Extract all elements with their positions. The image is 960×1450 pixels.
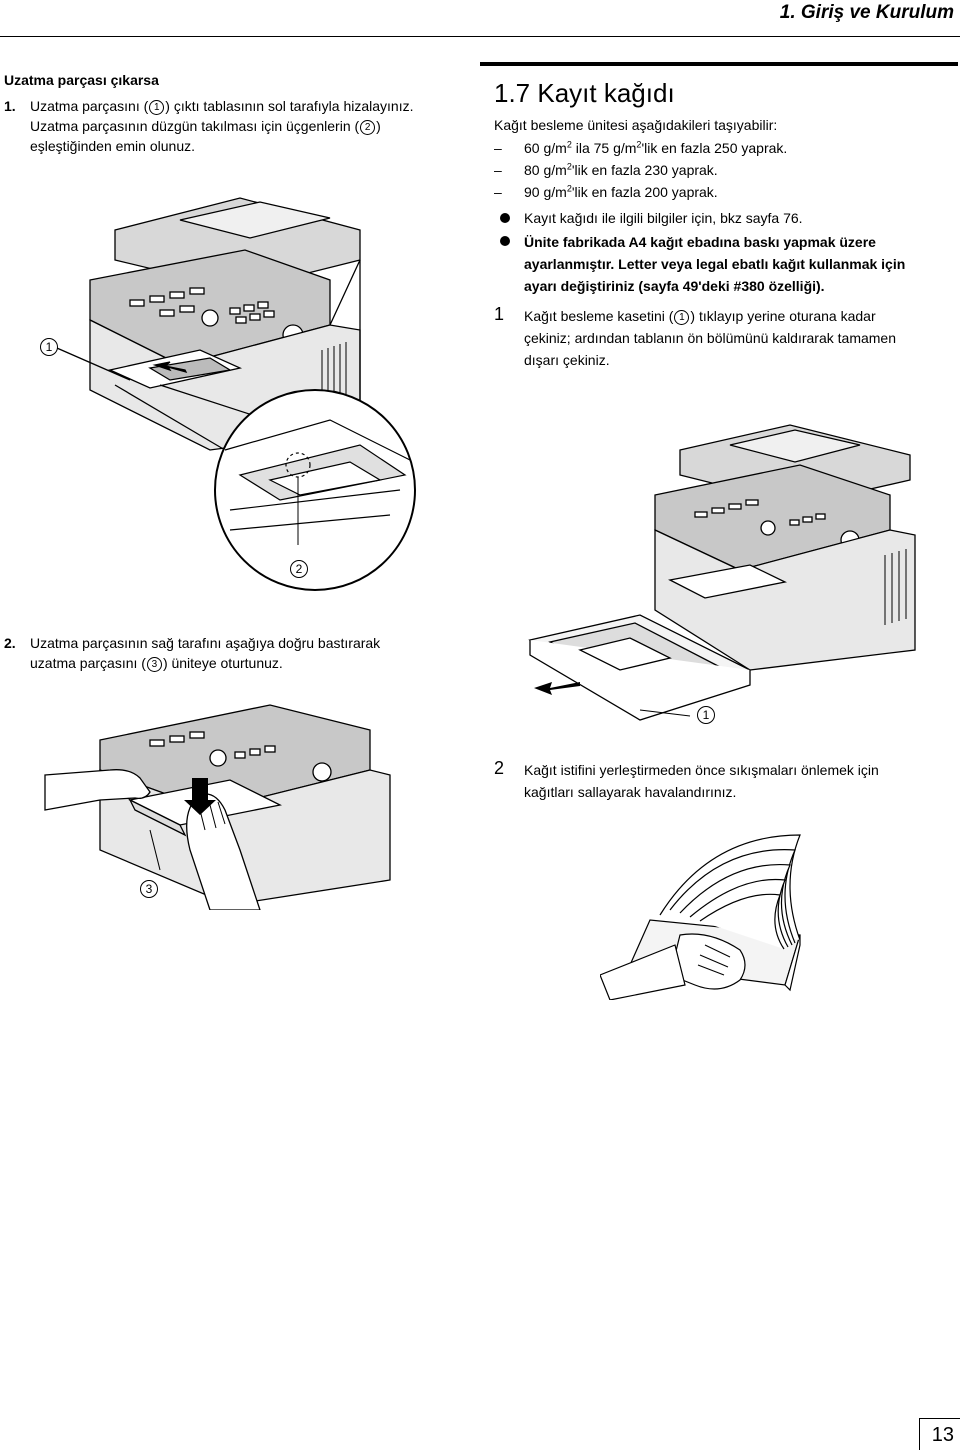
fan-paper-illustration (600, 834, 801, 1000)
right-step2-text: Kağıt istifini yerleştirmeden önce sıkış… (524, 762, 879, 800)
dash-item: 80 g/m2'lik en fazla 230 yaprak. (524, 161, 718, 178)
bullet-info: Kayıt kağıdı ile ilgili bilgiler için, b… (524, 210, 803, 226)
bullet-icon (500, 236, 510, 246)
right-step2-number: 2 (494, 758, 505, 778)
callout-two: 2 (290, 560, 308, 578)
left-step2-text: Uzatma parçasının sağ tarafını aşağıya d… (30, 635, 381, 672)
bullet-icon (500, 213, 510, 223)
dash-marker: – (494, 184, 502, 200)
intro-text: Kağıt besleme ünitesi aşağıdakileri taşı… (494, 117, 778, 133)
callout-one: 1 (697, 706, 715, 724)
bullet-note: Ünite fabrikada A4 kağıt ebadına baskı y… (524, 234, 906, 294)
left-step2-number: 2. (4, 635, 16, 651)
page-number-box (919, 1418, 960, 1450)
left-heading: Uzatma parçası çıkarsa (4, 72, 159, 88)
printer-extension-illustration (49, 197, 416, 591)
page-number: 13 (931, 1424, 954, 1446)
callout-three: 3 (140, 880, 158, 898)
right-step1-number: 1 (494, 304, 505, 324)
callout-one: 1 (40, 338, 58, 356)
section-divider (480, 62, 958, 66)
left-step1-text: Uzatma parçasını (1) çıktı tablasının so… (30, 98, 414, 154)
dash-marker: – (494, 140, 502, 156)
dash-item: 60 g/m2 ila 75 g/m2'lik en fazla 250 yap… (524, 139, 788, 156)
dash-marker: – (494, 162, 502, 178)
press-extension-illustration (44, 704, 391, 910)
left-step1-number: 1. (4, 98, 16, 114)
header-rule (0, 36, 960, 37)
chapter-title: 1. Giriş ve Kurulum (779, 2, 954, 23)
printer-tray-illustration (528, 424, 916, 721)
right-step1-text: Kağıt besleme kasetini (1) tıklayıp yeri… (524, 308, 896, 368)
dash-item: 90 g/m2'lik en fazla 200 yaprak. (524, 183, 718, 200)
section-title: 1.7 Kayıt kağıdı (494, 78, 675, 108)
